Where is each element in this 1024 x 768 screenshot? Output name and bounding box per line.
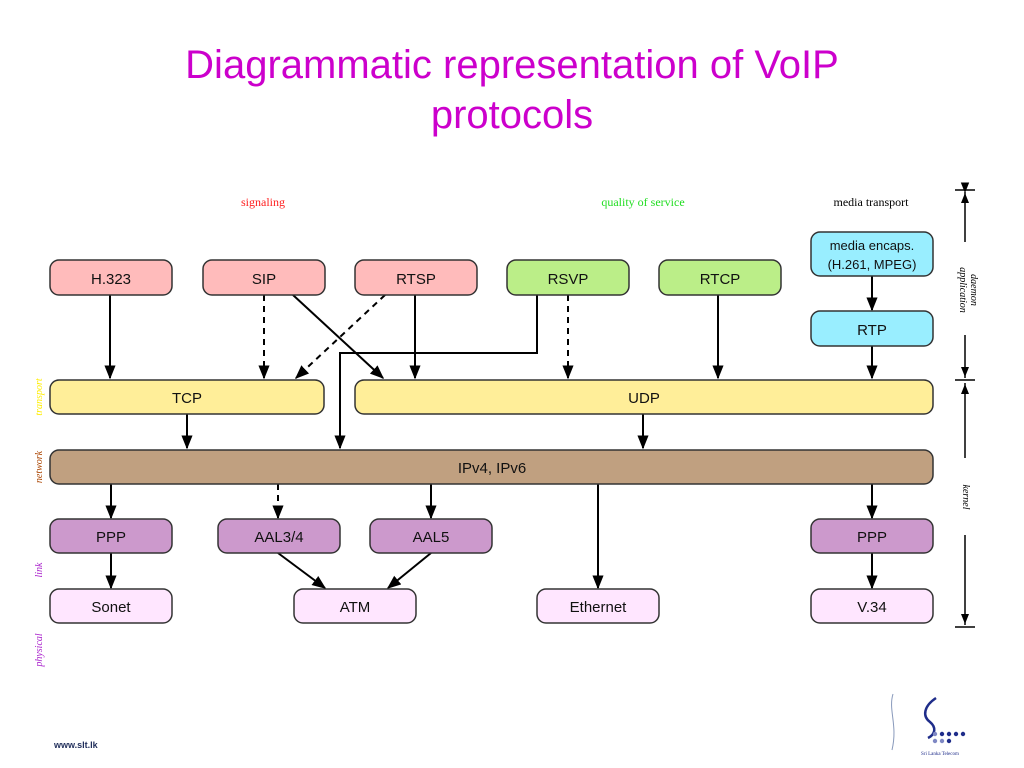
box-media-encaps-line1: media encaps. xyxy=(830,238,915,253)
domain-label-application-2: daemon xyxy=(968,274,979,306)
arrowhead-application-top xyxy=(961,193,969,203)
box-v34: V.34 xyxy=(810,588,934,624)
side-label-physical: physical xyxy=(34,633,45,668)
title-line-2: protocols xyxy=(430,93,594,137)
title-line-1: Diagrammatic representation of VoIP xyxy=(185,43,839,87)
logo-caption: Sri Lanka Telecom xyxy=(921,752,959,757)
box-rtp: RTP xyxy=(810,310,934,347)
box-tcp: TCP xyxy=(49,379,325,415)
arrowhead-application-bottom xyxy=(961,367,969,377)
box-aal34: AAL3/4 xyxy=(217,518,341,554)
box-atm-label: ATM xyxy=(340,599,371,616)
slide-title: Diagrammatic representation of VoIP prot… xyxy=(0,40,1024,140)
box-ip-label: IPv4, IPv6 xyxy=(458,460,526,477)
logo-dots xyxy=(932,731,966,744)
box-media-encaps: media encaps. (H.261, MPEG) xyxy=(810,231,934,277)
arrow-aal34-atm xyxy=(277,552,327,589)
box-udp: UDP xyxy=(354,379,934,415)
arrow-rsvp-ip xyxy=(334,295,538,450)
box-aal5-label: AAL5 xyxy=(413,529,450,546)
box-h323: H.323 xyxy=(49,259,173,296)
sri-lanka-telecom-logo xyxy=(891,693,966,751)
box-ethernet: Ethernet xyxy=(536,588,660,624)
box-udp-label: UDP xyxy=(628,390,660,407)
domain-label-application-1: application xyxy=(957,267,968,313)
box-ppp-left-label: PPP xyxy=(96,529,126,546)
box-rsvp-label: RSVP xyxy=(548,271,589,288)
box-sonet-label: Sonet xyxy=(91,599,131,616)
box-tcp-label: TCP xyxy=(172,390,202,407)
box-ip: IPv4, IPv6 xyxy=(49,449,934,485)
arrow-rtsp-tcp-dashed xyxy=(294,294,386,379)
box-ppp-right-label: PPP xyxy=(857,529,887,546)
box-rsvp: RSVP xyxy=(506,259,630,296)
box-rtcp-label: RTCP xyxy=(700,271,741,288)
category-quality-of-service: quality of service xyxy=(601,195,684,209)
arrow-sip-udp xyxy=(292,294,385,379)
side-label-transport: transport xyxy=(34,378,45,415)
box-rtsp: RTSP xyxy=(354,259,478,296)
side-label-network: network xyxy=(34,450,45,483)
side-label-link: link xyxy=(34,562,45,578)
box-atm: ATM xyxy=(293,588,417,624)
box-v34-label: V.34 xyxy=(857,599,886,616)
box-rtcp: RTCP xyxy=(658,259,782,296)
footer-url: www.slt.lk xyxy=(54,740,98,750)
box-media-encaps-line2: (H.261, MPEG) xyxy=(828,257,917,272)
box-rtp-label: RTP xyxy=(857,322,887,339)
box-ppp-right: PPP xyxy=(810,518,934,554)
category-media-transport: media transport xyxy=(834,195,910,209)
box-h323-label: H.323 xyxy=(91,271,131,288)
box-aal34-label: AAL3/4 xyxy=(254,529,303,546)
arrow-aal5-atm xyxy=(386,552,432,589)
connections xyxy=(104,276,878,590)
domain-bracket-kernel xyxy=(955,383,975,628)
box-rtsp-label: RTSP xyxy=(396,271,436,288)
box-sip: SIP xyxy=(202,259,326,296)
box-ppp-left: PPP xyxy=(49,518,173,554)
category-signaling: signaling xyxy=(241,195,285,209)
box-sonet: Sonet xyxy=(49,588,173,624)
arrowhead-kernel-top xyxy=(961,384,969,394)
logo-divider-curve xyxy=(891,693,895,751)
arrowhead-kernel-bottom xyxy=(961,614,969,624)
box-sip-label: SIP xyxy=(252,271,276,288)
box-ethernet-label: Ethernet xyxy=(570,599,628,616)
box-aal5: AAL5 xyxy=(369,518,493,554)
domain-label-kernel: kernel xyxy=(960,485,971,510)
